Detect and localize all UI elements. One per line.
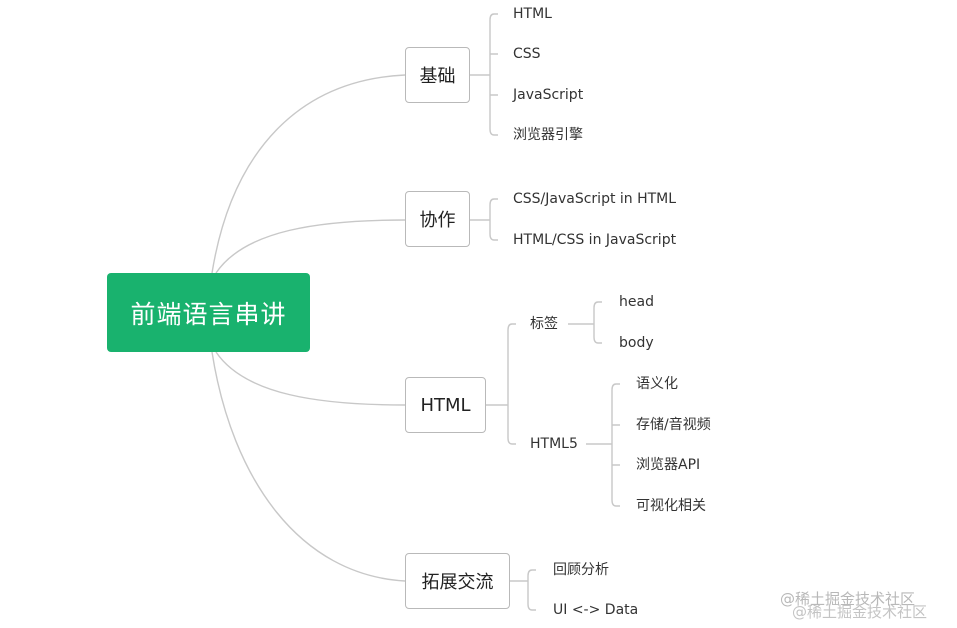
ext-item-ui-data: UI <-> Data [553, 602, 639, 618]
connector-root-basics [211, 74, 406, 274]
root-label: 前端语言串讲 [130, 299, 287, 329]
basics-node: 基础 [405, 47, 470, 103]
connector-root-ext [211, 351, 406, 582]
collab-label: 协作 [419, 210, 456, 231]
html-node: HTML [405, 377, 486, 433]
html-tags-item-head: head [619, 294, 654, 310]
html-label: HTML [420, 394, 471, 416]
basics-item-javascript: JavaScript [513, 87, 584, 103]
html5-label: HTML5 [530, 436, 578, 452]
html5-item-browser-api: 浏览器API [636, 457, 701, 473]
basics-item-css: CSS [513, 46, 541, 62]
html5-item-semantics: 语义化 [636, 376, 678, 392]
html-tags-item-body: body [619, 335, 654, 351]
html5-item-storage-media: 存储/音视频 [636, 417, 711, 433]
connector-root-html [215, 351, 406, 406]
basics-label: 基础 [419, 66, 456, 87]
ext-item-review: 回顾分析 [553, 562, 609, 578]
watermark-shadow: @稀土掘金技术社区 [792, 603, 928, 621]
basics-item-html: HTML [513, 6, 552, 22]
watermark: @稀土掘金技术社区 [780, 590, 916, 608]
ext-label: 拓展交流 [421, 572, 494, 593]
html-tags-label: 标签 [530, 316, 558, 332]
collab-node: 协作 [405, 191, 470, 247]
html5-item-visualization: 可视化相关 [636, 498, 706, 514]
root-node: 前端语言串讲 [107, 273, 310, 352]
basics-item-browser-engine: 浏览器引擎 [513, 127, 583, 143]
collab-item-css-js-in-html: CSS/JavaScript in HTML [513, 191, 677, 207]
ext-node: 拓展交流 [405, 553, 510, 609]
connector-root-collab [215, 219, 406, 274]
collab-item-html-css-in-js: HTML/CSS in JavaScript [513, 232, 677, 248]
